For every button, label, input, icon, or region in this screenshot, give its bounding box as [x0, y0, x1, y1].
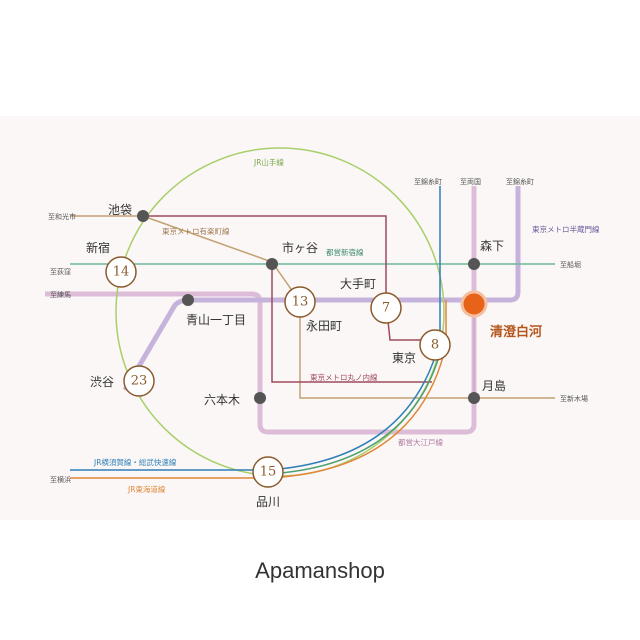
- shinjuku-line-label: 都営新宿線: [326, 247, 364, 257]
- svg-text:8: 8: [431, 338, 439, 353]
- otemachi-label: 大手町: [340, 277, 376, 291]
- keihin-line: [267, 341, 444, 475]
- oedo-line-label: 都営大江戸線: [398, 437, 443, 447]
- svg-text:15: 15: [260, 465, 277, 480]
- shinjuku-time-badge: 14: [105, 256, 137, 288]
- yurakucho-line-label: 東京メトロ有楽町線: [162, 226, 230, 236]
- tokyo-label: 東京: [392, 351, 416, 365]
- dest-kinshicho-1: 至錦糸町: [414, 177, 442, 186]
- aoyama-label: 青山一丁目: [186, 313, 246, 327]
- morishita-label: 森下: [480, 238, 504, 253]
- yurakucho-line: [70, 215, 555, 399]
- ikebukuro-label: 池袋: [108, 203, 132, 217]
- svg-text:14: 14: [113, 265, 130, 280]
- dest-kinshicho-2: 至錦糸町: [506, 177, 534, 186]
- kiyosumi-label: 清澄白河: [490, 324, 542, 340]
- yamanote-line-label: JR山手線: [253, 157, 284, 167]
- shinagawa-label: 品川: [256, 495, 280, 509]
- hanzomon-line-label: 東京メトロ半蔵門線: [532, 224, 600, 234]
- brand-watermark: Apamanshop: [255, 558, 385, 583]
- dest-shinkiba: 至新木場: [560, 394, 588, 403]
- tsukishima-label: 月島: [482, 378, 506, 393]
- ichigaya-label: 市ヶ谷: [282, 240, 318, 255]
- dest-yokohama: 至横浜: [50, 475, 71, 484]
- shibuya-time-badge: 23: [123, 365, 155, 397]
- svg-text:23: 23: [131, 374, 148, 389]
- shinjuku-label: 新宿: [86, 240, 110, 255]
- svg-text:13: 13: [292, 295, 309, 310]
- dest-wakoshi: 至和光市: [48, 212, 76, 221]
- nagatacho-time-badge: 13: [284, 286, 316, 318]
- svg-text:7: 7: [382, 301, 390, 316]
- yokosuka-line-label: JR横須賀線・総武快速線: [93, 457, 177, 467]
- nagatacho-label: 永田町: [306, 319, 342, 333]
- shinagawa-time-badge: 15: [252, 456, 284, 488]
- morishita-dot: [468, 258, 480, 270]
- kiyosumi-marker: [460, 290, 488, 318]
- roppongi-label: 六本木: [204, 393, 240, 407]
- route-map-background: [0, 116, 640, 520]
- dest-ryogoku: 至両国: [460, 178, 481, 186]
- dest-ogikubo: 至荻窪: [50, 267, 71, 276]
- tokaido-line: [70, 300, 447, 479]
- tokaido-line-label: JR東海道線: [127, 484, 166, 494]
- dest-funabori: 至船堀: [560, 260, 581, 269]
- ikebukuro-dot: [137, 210, 149, 222]
- marunouchi-line-label: 東京メトロ丸ノ内線: [310, 372, 378, 382]
- otemachi-time-badge: 7: [370, 292, 402, 324]
- shibuya-label: 渋谷: [90, 375, 114, 389]
- yokosuka-line: [70, 186, 441, 471]
- dest-nerima: 至練馬: [50, 290, 71, 299]
- tsukishima-dot: [468, 392, 480, 404]
- oedo-line: [45, 186, 477, 435]
- hanzomon-line: [122, 186, 521, 392]
- aoyama-dot: [182, 294, 194, 306]
- tokyo-time-badge: 8: [419, 329, 451, 361]
- ichigaya-dot: [266, 258, 278, 270]
- roppongi-dot: [254, 392, 266, 404]
